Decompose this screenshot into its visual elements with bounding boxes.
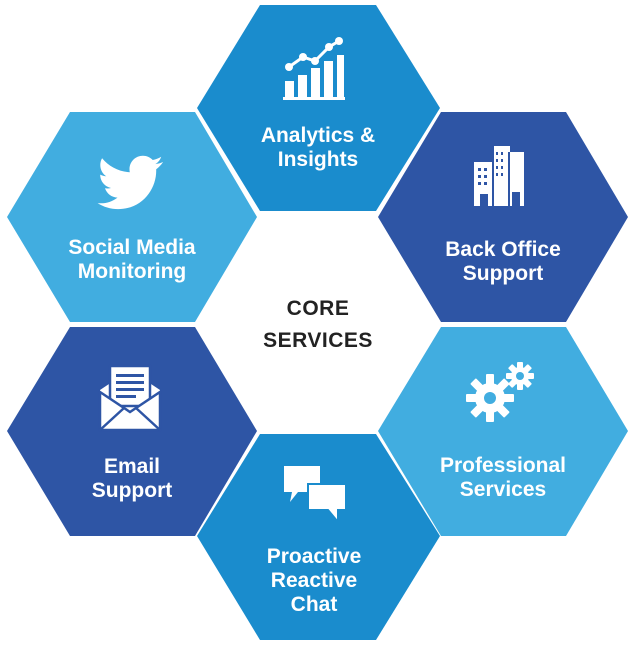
office-building-icon	[474, 144, 524, 206]
chat-label: Proactive Reactive Chat	[266, 545, 362, 616]
analytics-label: Analytics & Insights	[260, 124, 376, 171]
gears-icon	[466, 362, 534, 422]
core-services-title: CORE SERVICES	[263, 297, 373, 352]
hex-professional	[378, 327, 628, 536]
hex-social	[7, 112, 257, 322]
email-label: Email Support	[91, 455, 173, 502]
chat-bubbles-icon	[284, 466, 347, 525]
professional-label: Professional Services	[439, 454, 567, 501]
hex-back-office	[378, 112, 628, 322]
hex-analytics	[197, 5, 440, 211]
twitter-bird-icon	[97, 155, 163, 210]
back-office-label: Back Office Support	[445, 238, 561, 285]
social-label: Social Media Monitoring	[68, 236, 196, 283]
hex-chat	[197, 434, 440, 640]
bar-chart-icon	[283, 37, 345, 100]
envelope-icon	[98, 364, 162, 432]
hex-email	[7, 327, 257, 536]
